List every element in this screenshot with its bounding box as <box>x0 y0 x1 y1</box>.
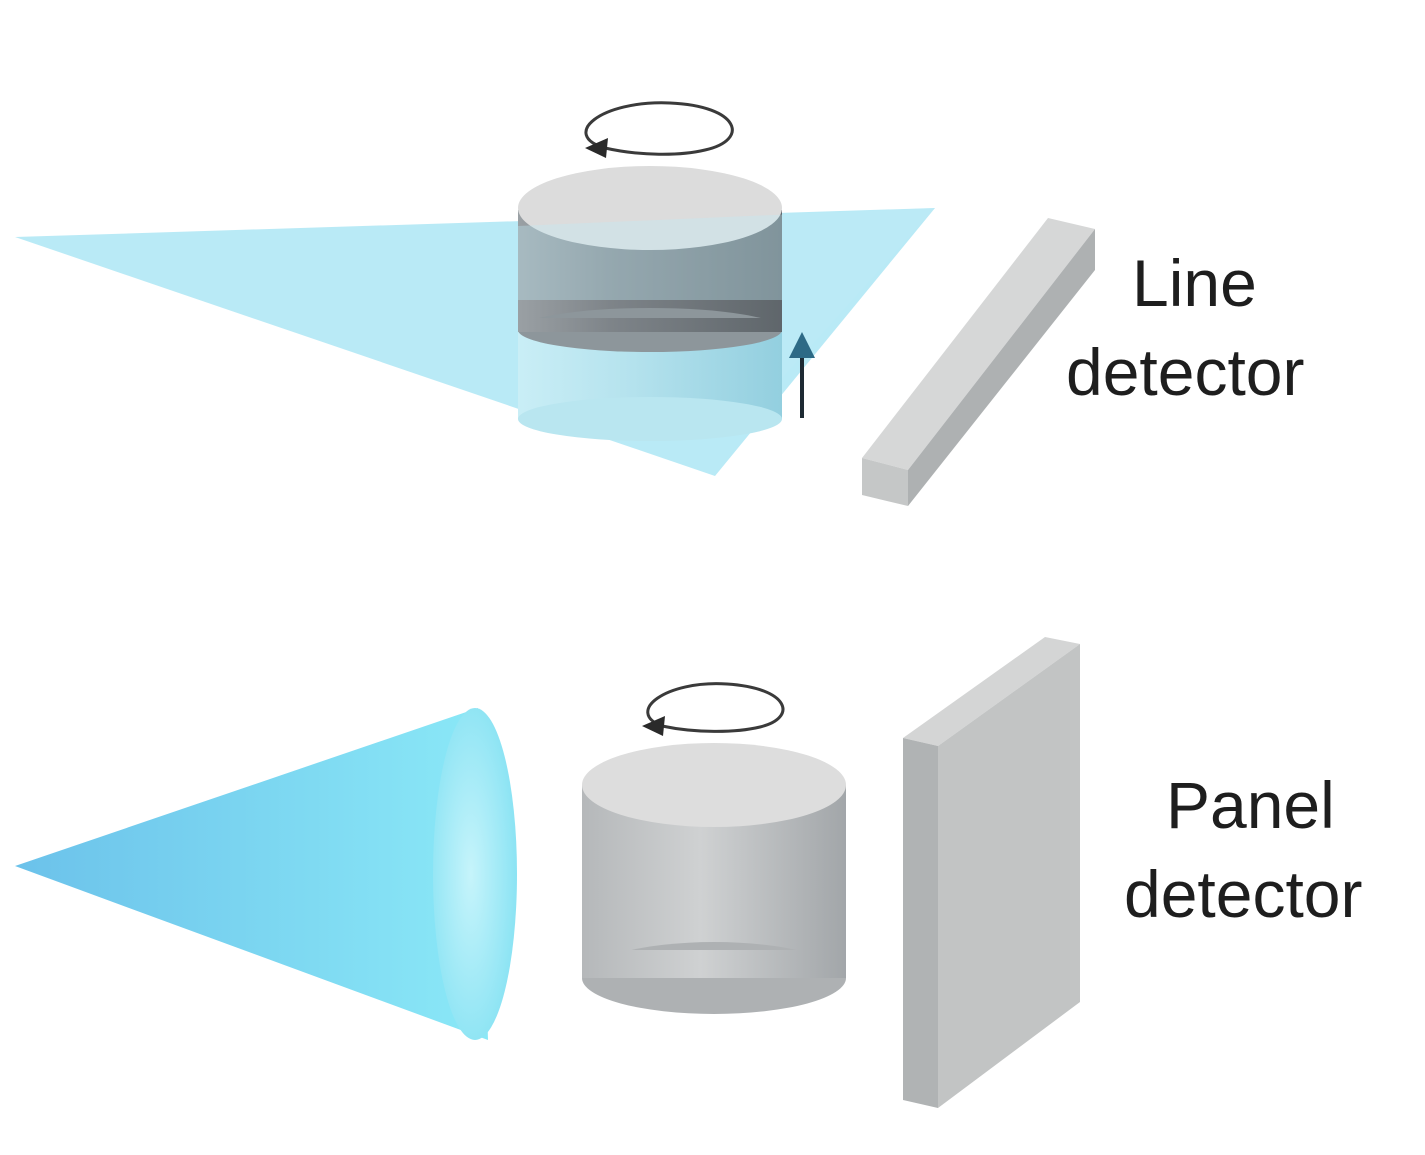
panel-detector <box>903 637 1080 1108</box>
cone-beam <box>15 708 517 1040</box>
fan-beam-overlay <box>518 208 935 378</box>
sample-cylinder-top <box>518 166 782 441</box>
panel-detector-label-line2: detector <box>1124 857 1362 931</box>
line-detector-label-line1: Line <box>1132 246 1257 320</box>
rotation-arrow-icon <box>584 101 734 158</box>
panel-detector-label-line1: Panel <box>1166 768 1335 842</box>
vertical-translation-arrow-icon <box>789 332 815 418</box>
line-detector <box>862 218 1095 506</box>
line-detector-setup: Line detector <box>15 101 1304 506</box>
panel-detector-setup: Panel detector <box>15 637 1362 1108</box>
sample-cylinder-bottom <box>582 743 846 1014</box>
rotation-arrow-icon <box>642 682 785 736</box>
line-detector-label: Line detector <box>1066 246 1304 409</box>
panel-detector-label: Panel detector <box>1124 768 1362 931</box>
line-detector-label-line2: detector <box>1066 335 1304 409</box>
